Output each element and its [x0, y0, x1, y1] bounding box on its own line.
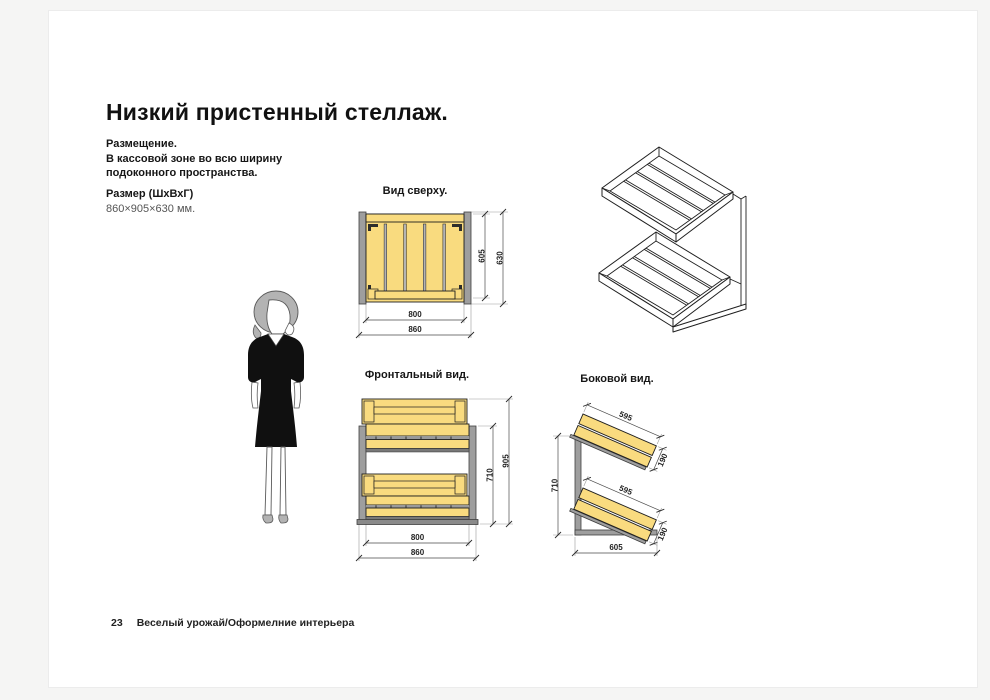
side-frame-right: [463, 211, 472, 305]
corner-bracket: [452, 224, 462, 231]
base-bar: [356, 519, 479, 525]
document-page: Низкий пристенный стеллаж. Размещение. В…: [48, 10, 978, 688]
size-block: Размер (ШхВхГ) 860×905×630 мм.: [106, 187, 195, 216]
dim-label-shelf-length: 595: [618, 409, 634, 423]
side-view-label: Боковой вид.: [580, 373, 654, 385]
wall-post: [574, 435, 582, 536]
dim-label-total-height: 905: [502, 454, 511, 468]
front-view-drawing: 710 905 800 860: [355, 395, 513, 562]
corner-bracket: [368, 224, 378, 231]
footer-text: Веселый урожай/Оформелние интерьера: [136, 617, 355, 629]
upper-tray: [601, 146, 734, 243]
dim-label-outer-width: 860: [408, 325, 422, 334]
dim-label-shelf-depth: 190: [656, 452, 670, 468]
tier2-front-plank2: [365, 507, 470, 517]
upper-shelf: 595 190: [569, 401, 670, 472]
front-view-label: Фронтальный вид.: [364, 369, 470, 381]
dim-label-frame-height: 710: [486, 468, 495, 482]
left-leg: [264, 446, 273, 516]
right-arm: [293, 381, 302, 409]
front-rail: [374, 290, 456, 300]
lower-tray: [598, 231, 731, 328]
placement-heading: Размещение.: [106, 138, 177, 150]
side-frame-right: [468, 425, 477, 525]
right-leg: [279, 446, 287, 516]
crate-bottom-planks: [365, 213, 465, 303]
dim-label-shelf-depth: 190: [656, 526, 670, 542]
left-shoe: [262, 514, 274, 524]
size-heading: Размер (ШхВхГ): [106, 188, 194, 200]
isometric-drawing: [598, 146, 747, 333]
placement-line2: подоконного пространства.: [106, 167, 258, 179]
right-shoe: [278, 514, 289, 524]
size-value: 860×905×630 мм.: [106, 202, 196, 215]
scale-figure-woman: [248, 290, 304, 524]
scarf-tail: [252, 324, 262, 339]
dim-label-inner-width: 800: [408, 310, 422, 319]
dress: [248, 334, 304, 447]
back-rail: [365, 213, 465, 223]
placement-block: Размещение. В кассовой зоне во всю ширин…: [106, 137, 282, 181]
page-number: 23: [111, 617, 123, 629]
side-frame-left: [358, 211, 367, 305]
top-view-drawing: 605 630 800 860: [355, 208, 508, 339]
tier1-front-plank1: [365, 423, 470, 437]
top-view-label: Вид сверху.: [382, 185, 448, 197]
side-view-drawing: 595 190 595 190: [551, 401, 670, 557]
base-rail: [672, 303, 747, 333]
dim-label-shelf-length: 595: [618, 483, 634, 497]
page-footer: 23 Веселый урожай/Оформелние интерьера: [111, 617, 354, 629]
lower-shelf: 595 190: [569, 475, 670, 546]
left-arm: [250, 381, 259, 409]
dim-label-frame-height: 710: [551, 478, 560, 492]
collar: [267, 333, 285, 347]
dim-label-outer-width: 860: [411, 548, 425, 557]
tier1-front-plank2: [365, 439, 470, 449]
page-title: Низкий пристенный стеллаж.: [106, 99, 449, 125]
placement-line1: В кассовой зоне во всю ширину: [106, 152, 283, 165]
dim-label-inner-depth: 605: [478, 249, 487, 263]
tier2-front-plank1: [365, 495, 470, 506]
dim-label-base-depth: 605: [609, 543, 623, 552]
dim-label-outer-depth: 630: [496, 251, 505, 265]
dim-label-inner-width: 800: [411, 533, 425, 542]
